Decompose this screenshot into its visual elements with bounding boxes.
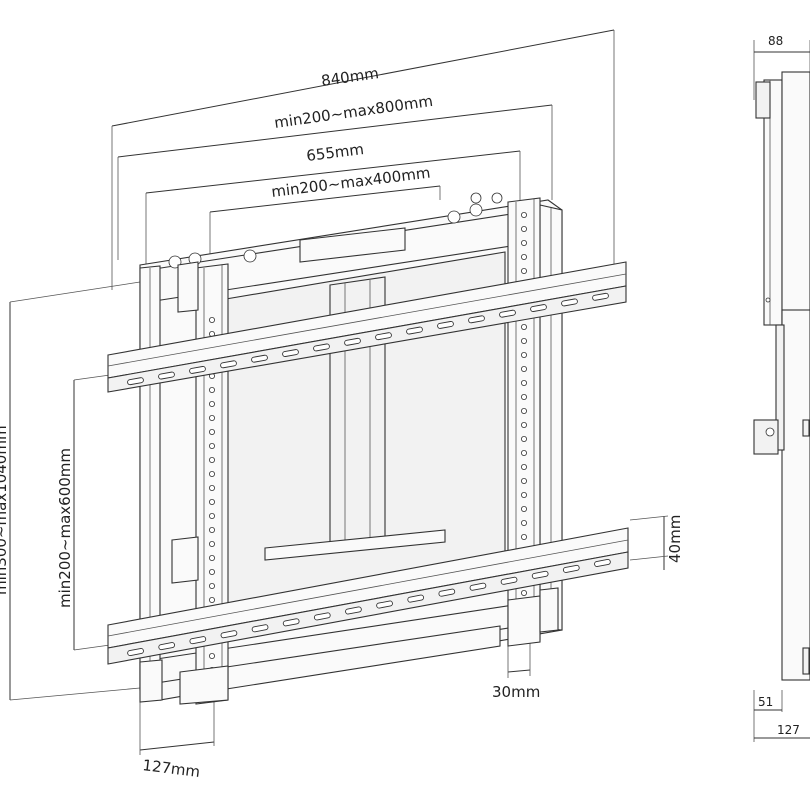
- upright-hole: [521, 351, 528, 358]
- rail-slot: [313, 612, 331, 621]
- rail-slot: [406, 326, 423, 335]
- upright-hole: [521, 211, 528, 218]
- rail-slot: [158, 371, 175, 380]
- upright-hole: [208, 569, 215, 576]
- upright-hole: [521, 253, 528, 260]
- upright-hole: [521, 435, 528, 442]
- label-side-51: 51: [758, 695, 773, 709]
- upright-hole: [208, 597, 215, 604]
- side-view-labels: 88 51 127: [758, 34, 800, 737]
- label-side-88: 88: [768, 34, 783, 48]
- upright-hole: [521, 379, 528, 386]
- rail-slot: [438, 588, 456, 597]
- label-30mm: 30mm: [492, 683, 540, 701]
- upright-hole: [521, 337, 528, 344]
- upright-hole: [208, 513, 215, 520]
- rail-slot: [189, 366, 206, 374]
- rail-slot: [500, 576, 518, 585]
- upright-hole: [521, 393, 528, 400]
- upright-hole: [521, 534, 528, 541]
- upright-hole: [208, 555, 215, 562]
- label-min200-max800mm: min200~max800mm: [273, 92, 434, 132]
- rail-slot: [376, 600, 393, 609]
- upright-hole: [208, 456, 215, 463]
- rail-slot: [561, 298, 578, 307]
- upright-hole: [208, 541, 215, 548]
- rail-slot: [375, 332, 392, 341]
- label-840mm: 840mm: [320, 64, 380, 90]
- rail-slot: [437, 321, 454, 329]
- upright-hole: [521, 520, 528, 527]
- upright-hole: [208, 484, 215, 491]
- rail-slot: [592, 292, 609, 301]
- bottom-brackets: [139, 587, 559, 705]
- upright-hole: [208, 653, 215, 660]
- rail-slot: [158, 642, 176, 651]
- upright-hole: [208, 316, 215, 323]
- upright-hole: [521, 449, 528, 456]
- upright-hole: [521, 225, 528, 232]
- upright-hole: [521, 421, 528, 428]
- rail-slot: [594, 558, 611, 567]
- upright-hole: [521, 267, 528, 274]
- upright-hole: [208, 442, 215, 449]
- upright-hole: [208, 428, 215, 435]
- rail-slot: [127, 648, 144, 657]
- rail-slot: [251, 624, 269, 633]
- rail-slot: [345, 606, 362, 615]
- label-min300-max1040mm: min300~max1040mm: [0, 425, 10, 595]
- rail-slot: [282, 349, 299, 357]
- label-min200-max400mm: min200~max400mm: [270, 164, 431, 201]
- label-side-127: 127: [777, 723, 800, 737]
- dimension-lines: [9, 29, 669, 755]
- rail-slot: [220, 630, 238, 639]
- upright-hole: [208, 470, 215, 477]
- upright-hole: [521, 505, 528, 512]
- rail-slot: [313, 343, 330, 352]
- upright-hole: [521, 239, 528, 246]
- rail-slot: [220, 360, 237, 369]
- upright-hole: [208, 527, 215, 534]
- upright-hole: [521, 323, 528, 330]
- rail-slot: [530, 304, 547, 312]
- upright-hole: [521, 365, 528, 372]
- bottom-rail: [107, 527, 629, 665]
- rail-slot: [407, 594, 425, 603]
- rail-slot: [282, 618, 300, 627]
- rail-slot: [499, 309, 516, 318]
- side-view: [753, 40, 810, 742]
- top-rail: [107, 261, 627, 393]
- upright-hole: [208, 414, 215, 421]
- rail-slot: [127, 377, 144, 386]
- upright-hole: [521, 463, 528, 470]
- label-min200-max600mm: min200~max600mm: [56, 448, 74, 608]
- label-40mm: 40mm: [666, 515, 684, 563]
- rail-slot: [562, 564, 580, 573]
- rail-slot: [251, 354, 268, 363]
- rail-slot: [189, 636, 207, 645]
- upright-hole: [521, 407, 528, 414]
- rail-slot: [344, 337, 361, 346]
- upright-hole: [521, 491, 528, 498]
- upright-hole: [521, 477, 528, 484]
- upright-hole: [208, 583, 215, 590]
- label-655mm: 655mm: [305, 140, 365, 165]
- rail-slot: [469, 582, 487, 591]
- upright-hole: [208, 498, 215, 505]
- upright-hole: [208, 386, 215, 393]
- rail-slot: [468, 315, 485, 324]
- upright-hole: [208, 400, 215, 407]
- upright-hole: [521, 590, 528, 597]
- label-127mm: 127mm: [142, 756, 202, 781]
- rail-slot: [531, 570, 549, 579]
